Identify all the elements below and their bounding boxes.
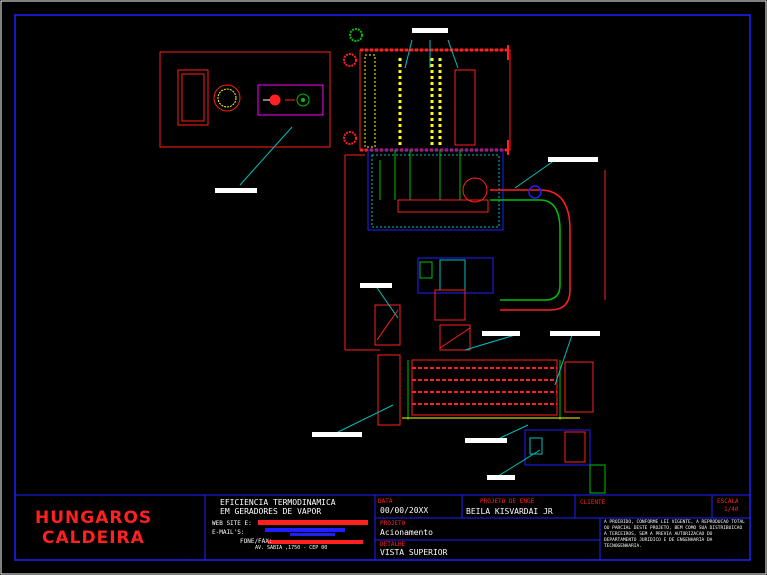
heat-exchanger	[377, 354, 594, 426]
title-block-frame	[15, 494, 750, 560]
date-value: 00/00/20XX	[380, 506, 429, 515]
burner-housing	[159, 51, 331, 148]
project-label: PROJETO	[380, 520, 406, 527]
label-plates	[215, 28, 600, 480]
author-value: BEILA KISVARDAI JR	[466, 507, 553, 516]
valve-symbols	[343, 28, 509, 155]
pump-group	[374, 257, 494, 351]
duct-curve	[490, 185, 571, 311]
view-label: DETALHE	[380, 541, 406, 548]
study-title-line2: EM GERADORES DE VAPOR	[220, 507, 322, 516]
footer-small: AV. SABIA ,1750 - CEP 00	[255, 545, 328, 551]
client-label: CLIENTE	[580, 499, 606, 506]
furnace	[367, 149, 504, 231]
phone-label: FONE/FAX:	[240, 538, 273, 545]
leader-lines	[239, 126, 573, 479]
project-value: Acionamento	[380, 528, 433, 537]
company-name-line2: CALDEIRA	[42, 528, 145, 548]
pipe-routing	[344, 154, 606, 351]
scale-value: 1/40	[724, 506, 739, 513]
scale-label: ESCALA	[717, 498, 739, 505]
date-label: DATA	[378, 498, 393, 505]
boiler-shell	[359, 39, 511, 152]
legal-note: A PROIBIDO, CONFORME LEI VIGENTE, A REPR…	[604, 520, 745, 549]
author-label: PROJETO DE ENGE	[480, 498, 535, 505]
company-name-line1: HUNGAROS	[35, 508, 153, 528]
web-label: WEB SITE E:	[212, 520, 252, 527]
title-block-bars	[258, 520, 368, 544]
view-value: VISTA SUPERIOR	[380, 548, 448, 557]
study-title-line1: EFICIENCIA TERMODINAMICA	[220, 498, 336, 507]
bottom-pump	[524, 429, 606, 494]
drawing-border	[14, 14, 751, 561]
email-label: E-MAIL'S:	[212, 529, 245, 536]
